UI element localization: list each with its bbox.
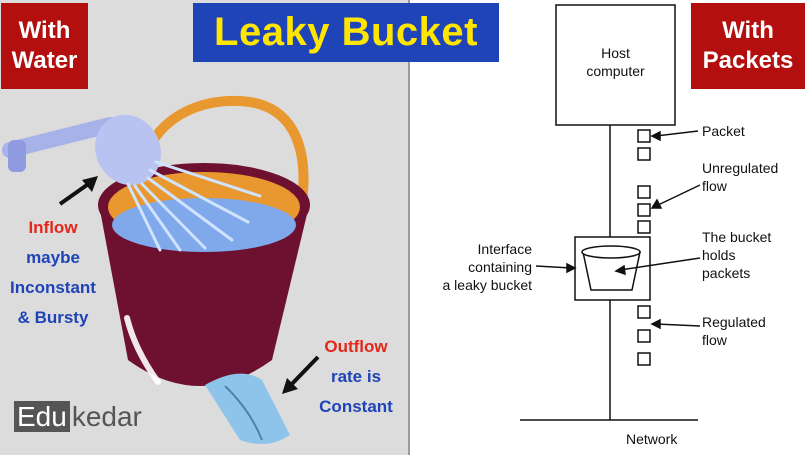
bucket-line1: The bucket	[702, 229, 772, 245]
panel-divider	[408, 0, 410, 455]
host-line1: Host	[601, 45, 630, 61]
outflow-ripple	[224, 385, 263, 441]
with-packets-line2: Packets	[702, 47, 794, 74]
host-computer-label: Host computer	[556, 44, 675, 80]
outflow-stream	[205, 373, 290, 444]
faucet-mount	[8, 140, 26, 172]
page-title: Leaky Bucket	[214, 10, 478, 54]
packet-label: Packet	[702, 123, 745, 139]
unregulated-flow-label: Unregulated flow	[702, 159, 778, 195]
host-computer-box	[555, 4, 676, 126]
inflow-label: Inflow maybe Inconstant & Bursty	[2, 213, 104, 333]
outflow-line2: rate is	[330, 367, 382, 386]
outflow-arrow	[286, 355, 320, 390]
outflow-line3: Constant	[319, 397, 393, 416]
shower-head	[95, 114, 161, 186]
bucket-highlight	[124, 315, 161, 385]
host-line2: computer	[586, 63, 645, 79]
inflow-line4: & Bursty	[17, 308, 89, 327]
unregulated-packets	[637, 129, 651, 234]
bucket-handle	[137, 95, 309, 220]
faucet-pipe	[2, 117, 118, 158]
inflow-line3: Inconstant	[10, 278, 96, 297]
with-water-badge: With Water	[1, 3, 88, 89]
regulated-packets	[637, 305, 651, 366]
bucket-water	[112, 198, 296, 252]
water-streams	[126, 160, 262, 252]
bucket-line2: holds	[702, 247, 736, 263]
regulated-line2: flow	[702, 332, 727, 348]
interface-line2: containing	[468, 259, 532, 275]
inflow-line1: Inflow	[28, 218, 78, 237]
regulated-flow-label: Regulated flow	[702, 313, 766, 349]
outflow-line1: Outflow	[324, 337, 388, 356]
bucket-line3: packets	[702, 265, 751, 281]
inflow-line2: maybe	[26, 248, 80, 267]
with-water-line2: Water	[11, 47, 78, 74]
bucket-body	[100, 210, 308, 386]
interface-label: Interface containing a leaky bucket	[418, 240, 533, 294]
logo-part2: kedar	[71, 401, 142, 432]
bucket-holds-packets-label: The bucket holds packets	[702, 228, 771, 282]
inflow-arrow-head	[82, 176, 98, 192]
with-packets-badge: With Packets	[691, 3, 805, 89]
with-water-line1: With	[18, 17, 71, 44]
network-label: Network	[626, 431, 678, 447]
with-packets-line1: With	[722, 17, 774, 44]
unregulated-line2: flow	[702, 178, 727, 194]
interface-line1: Interface	[477, 241, 532, 257]
logo-part1: Edu	[14, 401, 70, 432]
outflow-label: Outflow rate is Constant	[306, 332, 406, 422]
interface-line3: a leaky bucket	[442, 277, 533, 293]
bucket-icon-rim	[581, 245, 641, 259]
unregulated-line1: Unregulated	[702, 160, 779, 176]
diagram-arrows	[535, 130, 701, 330]
title-banner: Leaky Bucket	[193, 3, 499, 62]
regulated-line1: Regulated	[702, 314, 766, 330]
outflow-arrow-head	[282, 378, 298, 394]
